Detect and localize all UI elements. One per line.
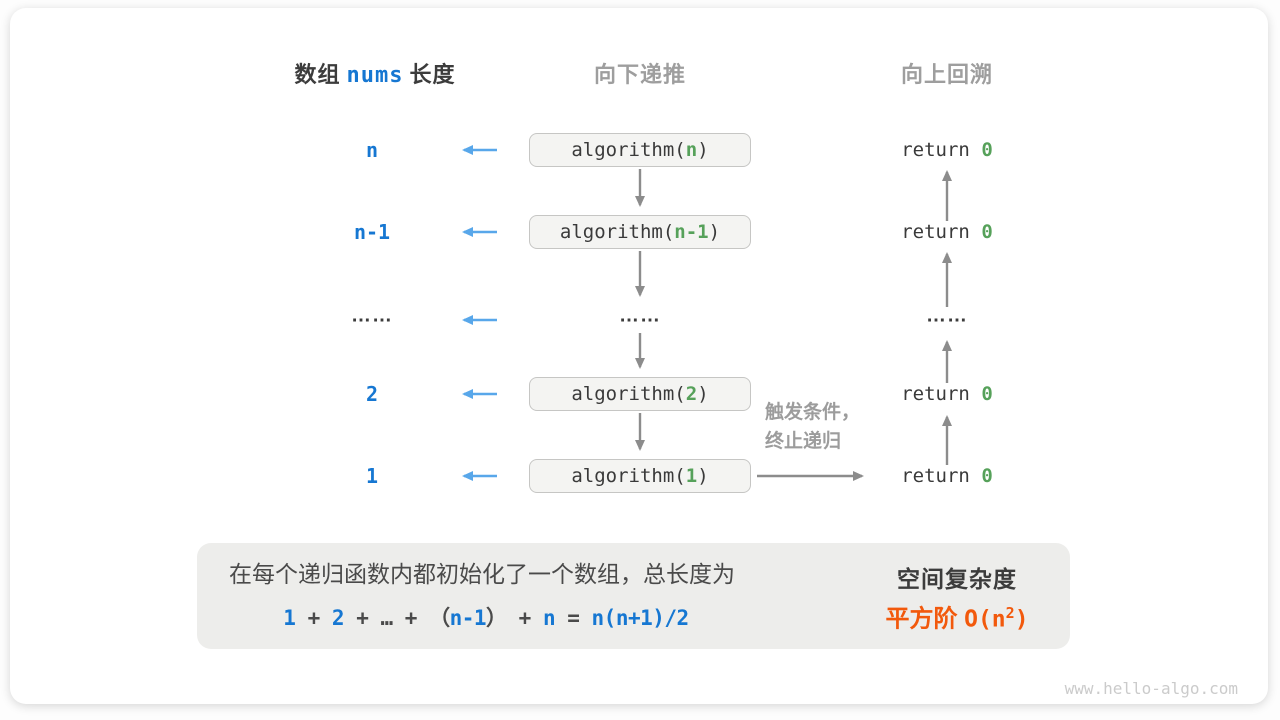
big-o-pre: O(n [964,606,1006,633]
summary-panel [197,543,1070,649]
trigger-line2: 终止递归 [765,431,842,452]
big-o-notation: O(n2) [964,603,1029,633]
header-array-post: 长度 [409,62,456,87]
call-pre: algorithm( [571,139,686,161]
return-value: 0 [981,383,993,405]
call-arg: n [685,139,698,161]
return-statement: return 0 [901,465,993,487]
call-pre: algorithm( [559,221,675,243]
call-text: algorithm(2) [571,383,708,405]
return-keyword: return [901,383,982,405]
header-backtrack-up: 向上回溯 [900,62,994,87]
call-post: ) [697,139,709,161]
big-o-exponent: 2 [1005,603,1015,622]
return-statement: return 0 [901,221,993,243]
return-value: 0 [981,221,993,243]
call-pre: algorithm( [571,465,686,487]
length-label: n-1 [353,220,391,244]
algorithm-call-box: algorithm(n-1) [529,215,751,249]
call-text: algorithm(n) [571,139,708,161]
space-complexity-title: 空间复杂度 [897,566,1017,592]
call-post: ) [697,383,709,405]
return-statement: return 0 [901,383,993,405]
header-nums-code: nums [346,63,404,88]
summary-formula: 1 + 2 + … + （n-1） + n = n(n+1)/2 [283,606,689,630]
summary-text: 在每个递归函数内都初始化了一个数组，总长度为 [229,561,735,587]
ellipsis-middle: …… [619,304,661,327]
result-prefix: 平方阶 [885,605,965,633]
call-text: algorithm(n-1) [560,221,720,243]
trigger-condition-note: 触发条件， 终止递归 [765,398,860,456]
space-complexity-result: 平方阶 O(n2) [885,599,1028,634]
call-arg: n-1 [674,221,709,243]
header-recurse-down: 向下递推 [593,62,687,87]
call-post: ) [708,221,721,243]
call-text: algorithm(1) [571,465,708,487]
return-keyword: return [901,465,982,487]
call-arg: 2 [685,383,698,405]
return-keyword: return [901,221,982,243]
return-value: 0 [981,465,993,487]
big-o-post: ) [1014,606,1029,633]
ellipsis-left: …… [351,304,393,327]
ellipsis-right: …… [926,304,968,327]
call-pre: algorithm( [571,383,686,405]
return-statement: return 0 [901,139,993,161]
call-post: ) [697,465,709,487]
length-label: 1 [365,464,379,488]
call-arg: 1 [685,465,698,487]
algorithm-call-box: algorithm(1) [529,459,751,493]
return-value: 0 [981,139,993,161]
watermark: www.hello-algo.com [1064,679,1238,698]
trigger-line1: 触发条件， [765,402,861,423]
return-keyword: return [901,139,982,161]
length-label: 2 [365,382,379,406]
algorithm-call-box: algorithm(2) [529,377,751,411]
header-array-pre: 数组 [294,62,341,87]
length-label: n [365,138,379,162]
algorithm-call-box: algorithm(n) [529,133,751,167]
